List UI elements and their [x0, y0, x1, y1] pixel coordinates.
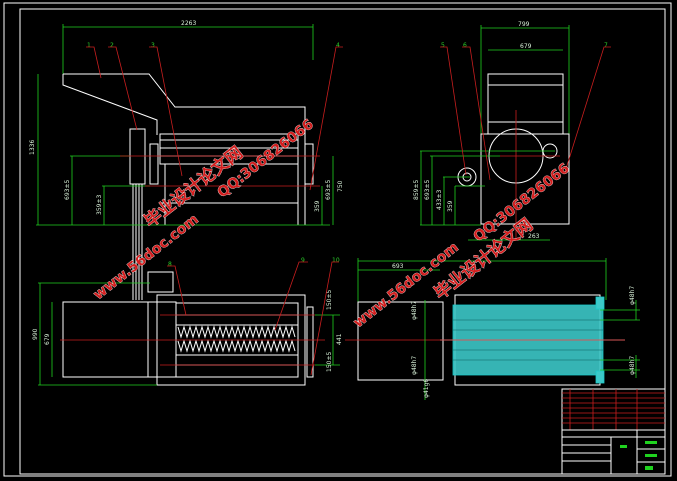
inner-frame: [19, 8, 666, 475]
balloon-6: 6: [463, 42, 467, 49]
balloon-10: 10: [332, 257, 340, 264]
dim-section-length: 693: [392, 263, 404, 270]
balloon-2: 2: [110, 42, 114, 49]
dim-top-width: 990: [32, 328, 39, 340]
dim-d-left-bottom: φ48h7: [411, 356, 418, 375]
dim-d-shaft: φ41g6: [423, 379, 430, 398]
balloon-9: 9: [301, 257, 305, 264]
section-view: 693 φ48h7 φ48h7 φ48h7 φ48h7 φ41g6: [345, 258, 640, 400]
dim-d-left-top: φ48h7: [411, 301, 418, 320]
dim-right-height: 750: [337, 180, 344, 192]
front-view: 2263 1336 693±5 359±3 359 693±5 750: [29, 20, 344, 300]
balloon-8: 8: [168, 261, 172, 268]
dim-overall-width: 799: [518, 21, 530, 28]
balloon-4: 4: [336, 42, 340, 49]
dim-gap-top: 150±5: [326, 290, 333, 310]
dim-h1: 859±5: [413, 180, 420, 200]
balloon-1: 1: [87, 42, 91, 49]
dim-shaft-height: 693±5: [64, 180, 71, 200]
dim-right-shaft: 693±5: [325, 180, 332, 200]
dim-inner-width: 679: [520, 43, 532, 50]
dim-gap-bottom: 150±5: [326, 352, 333, 372]
balloon-5: 5: [441, 42, 445, 49]
outer-frame: [3, 2, 672, 477]
dim-top-inner: 679: [44, 333, 51, 345]
dim-right-low: 359: [314, 200, 321, 212]
dim-overall-length: 2263: [181, 20, 196, 27]
side-view: 799 679 859±5 693±5 433±3 359 263: [413, 21, 570, 241]
dim-d-bottom: φ48h7: [629, 356, 636, 375]
dim-h4: 359: [447, 200, 454, 212]
dim-h2: 693±5: [424, 180, 431, 200]
top-view: 990 679 150±5 441 150±5: [32, 271, 343, 386]
part-balloons: 1 2 3 4 5 6 7 8 9 10: [86, 42, 611, 376]
balloon-7: 7: [604, 42, 608, 49]
dim-height: 1336: [29, 140, 36, 155]
dim-d-top: φ48h7: [629, 286, 636, 305]
dim-lower-shaft: 359±3: [96, 195, 103, 215]
dim-bottom: 263: [528, 233, 540, 240]
title-block: [561, 388, 666, 475]
balloon-3: 3: [151, 42, 155, 49]
dim-h3: 433±3: [436, 190, 443, 210]
dim-mid: 441: [336, 333, 343, 345]
